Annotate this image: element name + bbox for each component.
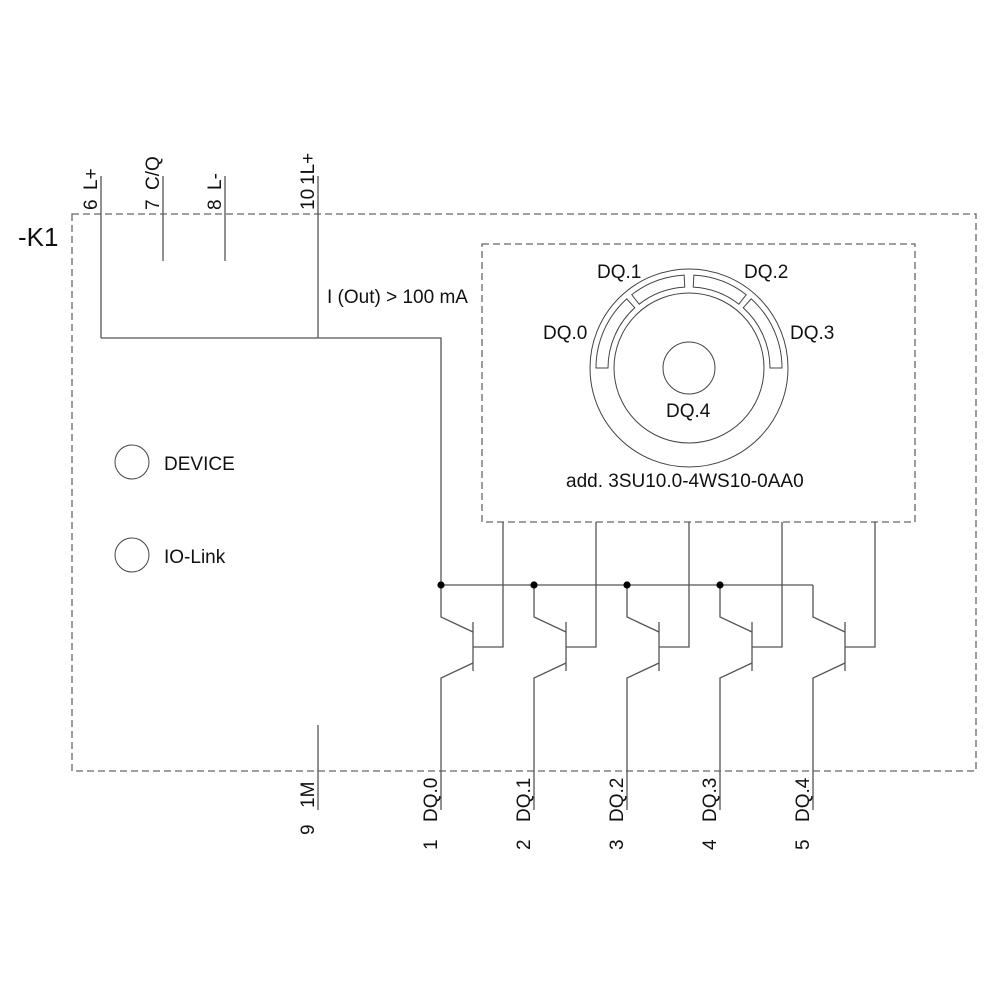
terminal-signal: C/Q <box>143 156 164 190</box>
device-designation: -K1 <box>18 222 58 252</box>
terminal-number: 10 <box>298 189 319 210</box>
output-terminals: 1 DQ.0 2 DQ.1 3 DQ.2 4 DQ.3 5 DQ.4 <box>421 777 814 850</box>
center-button-icon <box>662 341 716 395</box>
terminal-signal: DQ.0 <box>421 778 442 822</box>
segment-label-dq2: DQ.2 <box>744 262 788 283</box>
led-icon <box>114 537 150 573</box>
bottom-terminal-2: 2 DQ.1 <box>514 778 535 850</box>
device-boundary <box>71 213 977 772</box>
indicator-io-link: IO-Link <box>114 537 226 573</box>
ring-inner-circle <box>613 292 765 444</box>
emitter-lead <box>812 662 846 810</box>
bottom-terminal-4: 4 DQ.3 <box>700 778 721 850</box>
transistor-array <box>437 522 876 810</box>
segment-label-dq0: DQ.0 <box>543 323 587 344</box>
terminal-signal: DQ.2 <box>607 778 628 822</box>
ring-segments <box>595 274 783 369</box>
segment-label-dq3: DQ.3 <box>790 323 834 344</box>
supply-wire <box>101 337 442 585</box>
base-lead <box>566 522 597 648</box>
terminal-signal: 1M <box>298 782 319 808</box>
top-terminal-8: 8 L- <box>205 173 226 261</box>
base-lead <box>845 522 876 648</box>
top-terminal-6: 6 L+ <box>81 168 102 338</box>
terminal-number: 1 <box>421 839 442 850</box>
transistor-dq3 <box>716 522 783 810</box>
led-icon <box>114 444 150 480</box>
transistor-dq1 <box>530 522 597 810</box>
terminal-number: 7 <box>143 199 164 210</box>
indicator-device: DEVICE <box>114 444 235 480</box>
top-terminal-7: 7 C/Q <box>143 156 164 261</box>
terminal-signal: DQ.3 <box>700 778 721 822</box>
emitter-lead <box>719 662 753 810</box>
emitter-lead <box>440 662 474 810</box>
ring-segment-dq2 <box>692 274 747 305</box>
segment-label-dq1: DQ.1 <box>597 262 641 283</box>
terminal-signal: L- <box>205 173 226 190</box>
terminal-number: 2 <box>514 839 535 850</box>
ring-outer-circle <box>589 268 789 468</box>
ring-segment-dq1 <box>631 274 686 305</box>
bottom-terminal-3: 3 DQ.2 <box>607 778 628 850</box>
bottom-terminal-1: 1 DQ.0 <box>421 778 442 850</box>
terminal-signal: L+ <box>81 168 102 190</box>
junction-dot <box>716 581 724 589</box>
ring-segment-dq0 <box>595 298 636 369</box>
transistor-dq2 <box>623 522 690 810</box>
terminal-number: 4 <box>700 839 721 850</box>
terminal-number: 3 <box>607 839 628 850</box>
indicator-label: DEVICE <box>164 454 235 475</box>
terminal-number: 9 <box>298 824 319 835</box>
light-ring <box>589 268 789 468</box>
terminal-number: 5 <box>793 839 814 850</box>
collector-lead <box>533 585 567 633</box>
collector-lead <box>812 585 846 633</box>
terminal-signal: DQ.1 <box>514 778 535 822</box>
junction-dot <box>530 581 538 589</box>
junction-dot <box>623 581 631 589</box>
indicator-label: IO-Link <box>164 547 226 568</box>
ring-segment-dq3 <box>742 298 783 369</box>
junction-dot <box>437 581 445 589</box>
base-lead <box>473 522 504 648</box>
bottom-terminal-5: 5 DQ.4 <box>793 777 814 850</box>
bottom-terminal-9: 9 1M <box>298 725 319 835</box>
terminal-signal: 1L+ <box>298 153 319 185</box>
center-label-dq4: DQ.4 <box>666 401 711 422</box>
emitter-lead <box>626 662 660 810</box>
transistor-dq0 <box>437 522 504 810</box>
base-lead <box>659 522 690 648</box>
terminal-number: 8 <box>205 199 226 210</box>
transistor-dq4 <box>812 522 876 810</box>
collector-lead <box>626 585 660 633</box>
current-note: I (Out) > 100 mA <box>327 287 468 308</box>
emitter-lead <box>533 662 567 810</box>
accessory-part-number: add. 3SU10.0-4WS10-0AA0 <box>566 471 804 492</box>
top-terminal-10: 10 1L+ <box>298 153 319 338</box>
collector-lead <box>440 585 474 633</box>
collector-lead <box>719 585 753 633</box>
base-lead <box>752 522 783 648</box>
terminal-signal: DQ.4 <box>793 777 814 822</box>
terminal-number: 6 <box>81 199 102 210</box>
light-ring-boundary <box>481 243 916 523</box>
